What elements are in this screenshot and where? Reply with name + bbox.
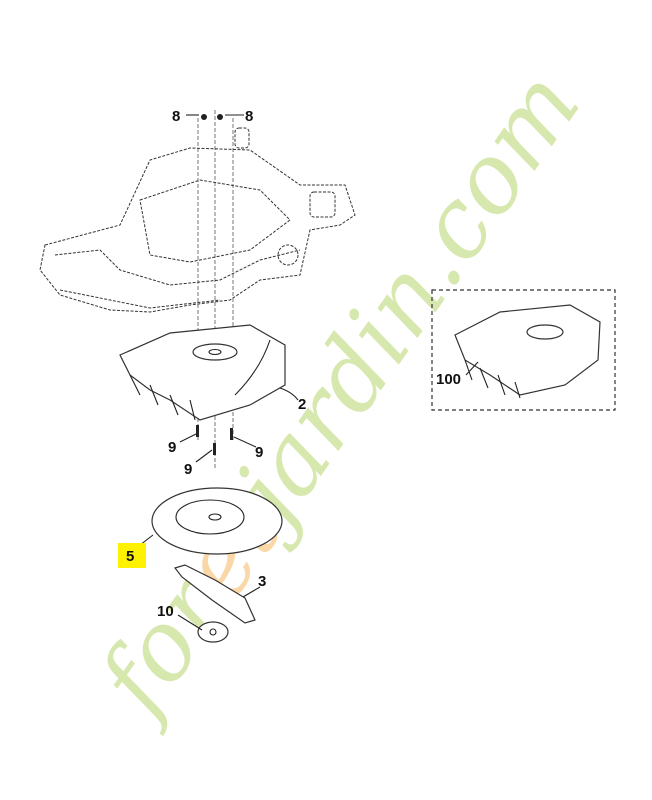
label-8-right[interactable]: 8 [245,108,253,125]
blade-guard-drawing [119,324,286,421]
label-9-left[interactable]: 9 [168,439,176,456]
blade-drawing [173,564,256,624]
label-100[interactable]: 100 [436,371,461,388]
label-9-right[interactable]: 9 [255,444,263,461]
label-9-center[interactable]: 9 [184,461,192,478]
disc-drawing [151,487,283,555]
alt-guard-box [431,289,616,411]
highlight-box [118,543,146,568]
label-8-left[interactable]: 8 [172,108,180,125]
label-2[interactable]: 2 [298,396,306,413]
fasteners [196,114,233,455]
label-5[interactable]: 5 [126,548,134,565]
leader-lines [139,114,479,631]
label-10[interactable]: 10 [157,603,174,620]
chassis-drawing [39,127,356,313]
label-3[interactable]: 3 [258,573,266,590]
hub-drawing [197,621,229,643]
